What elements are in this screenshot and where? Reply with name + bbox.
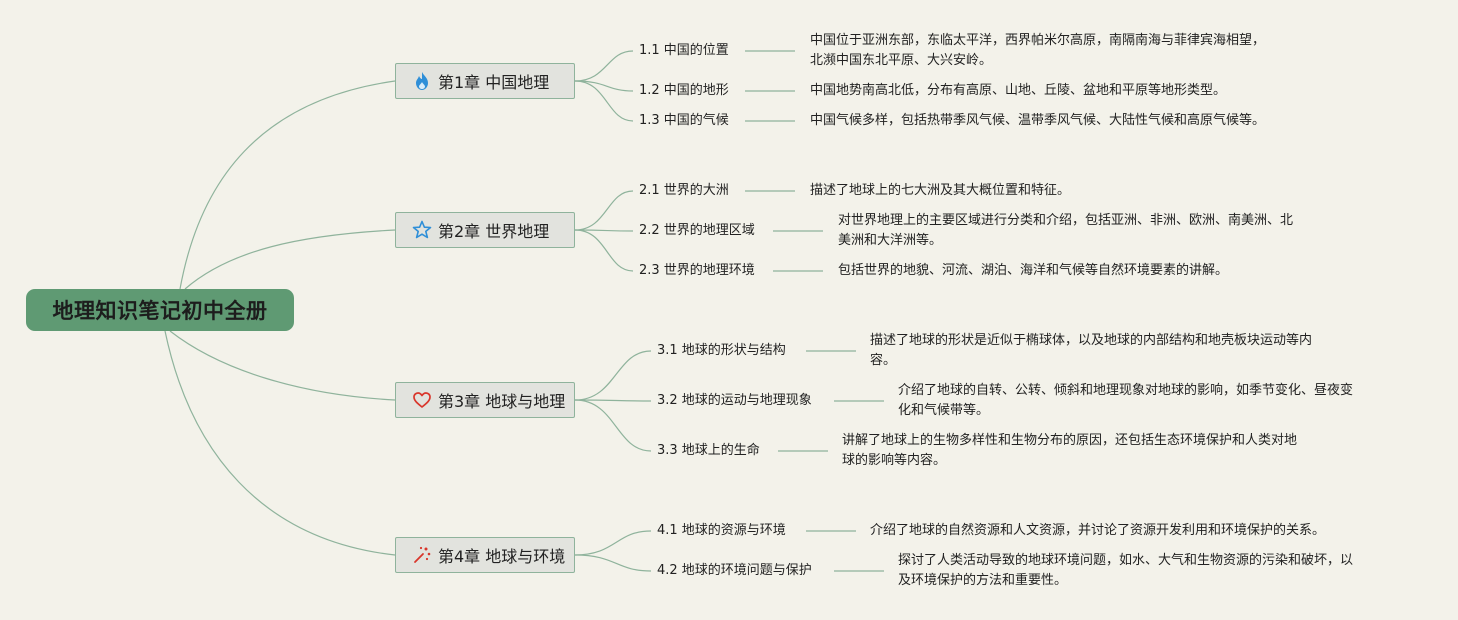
description-line: 球的影响等内容。: [842, 453, 947, 468]
description-line: 中国地势南高北低，分布有高原、山地、丘陵、盆地和平原等地形类型。: [810, 83, 1227, 98]
chapter-topic-2[interactable]: 第2章 世界地理: [395, 212, 575, 248]
section-topic[interactable]: 2.3 世界的地理环境: [639, 263, 755, 278]
section-topic[interactable]: 3.2 地球的运动与地理现象: [657, 393, 812, 408]
section-description[interactable]: 讲解了地球上的生物多样性和生物分布的原因，还包括生态环境保护和人类对地球的影响等…: [842, 431, 1297, 471]
root-topic[interactable]: 地理知识笔记初中全册: [26, 289, 294, 331]
chapter-label: 第3章 地球与地理: [438, 392, 566, 411]
root-connector-4: [164, 330, 396, 556]
description-line: 包括世界的地貌、河流、湖泊、海洋和气候等自然环境要素的讲解。: [838, 263, 1229, 278]
chapter-label: 第4章 地球与环境: [438, 547, 566, 566]
description-line: 描述了地球上的七大洲及其大概位置和特征。: [810, 183, 1071, 198]
section-topic[interactable]: 3.3 地球上的生命: [657, 443, 760, 458]
description-line: 介绍了地球的自转、公转、倾斜和地理现象对地球的影响，如季节变化、昼夜变: [898, 383, 1354, 398]
section-topic[interactable]: 3.1 地球的形状与结构: [657, 343, 786, 358]
flame-icon: [412, 71, 432, 91]
section-description[interactable]: 描述了地球上的七大洲及其大概位置和特征。: [810, 181, 1070, 201]
section-description[interactable]: 中国位于亚洲东部，东临太平洋，西界帕米尔高原，南隔南海与菲律宾海相望， 北濒中国东…: [810, 31, 1265, 71]
description-line: 探讨了人类活动导致的地球环境问题，如水、大气和生物资源的污染和破坏，以: [898, 553, 1354, 568]
branch-connector-2-1: [574, 190, 634, 231]
root-connector-1: [179, 80, 396, 290]
sparkle-icon: [412, 545, 432, 565]
branch-connector-3-1: [574, 350, 652, 401]
section-topic[interactable]: 4.1 地球的资源与环境: [657, 523, 786, 538]
chapter-topic-4[interactable]: 第4章 地球与环境: [395, 537, 575, 573]
section-topic[interactable]: 1.2 中国的地形: [639, 83, 729, 98]
branch-connector-1-2: [574, 80, 634, 92]
section-topic[interactable]: 4.2 地球的环境问题与保护: [657, 563, 812, 578]
chapter-topic-1[interactable]: 第1章 中国地理: [395, 63, 575, 99]
description-line: 及环境保护的方法和重要性。: [898, 573, 1068, 588]
branch-connector-3-2: [574, 399, 652, 402]
section-description[interactable]: 探讨了人类活动导致的地球环境问题，如水、大气和生物资源的污染和破坏，以及环境保护…: [898, 551, 1353, 591]
branch-connector-3-3: [574, 399, 652, 452]
description-line: 讲解了地球上的生物多样性和生物分布的原因，还包括生态环境保护和人类对地: [842, 433, 1298, 448]
description-line: 中国气候多样，包括热带季风气候、温带季风气候、大陆性气候和高原气候等。: [810, 113, 1266, 128]
description-line: 北濒中国东北平原、大兴安岭。: [810, 53, 993, 68]
root-title: 地理知识笔记初中全册: [52, 299, 268, 323]
section-description[interactable]: 对世界地理上的主要区域进行分类和介绍，包括亚洲、非洲、欧洲、南美洲、北美洲和大洋…: [838, 211, 1293, 251]
branch-connector-1-3: [574, 80, 634, 122]
section-topic[interactable]: 1.3 中国的气候: [639, 113, 729, 128]
root-connector-2: [184, 229, 396, 290]
branch-connector-4-1: [574, 530, 652, 556]
chapter-label: 第1章 中国地理: [438, 73, 550, 92]
heart-icon: [412, 390, 432, 410]
chapter-label: 第2章 世界地理: [438, 222, 550, 241]
description-line: 对世界地理上的主要区域进行分类和介绍，包括亚洲、非洲、欧洲、南美洲、北: [838, 213, 1294, 228]
branch-connector-2-3: [574, 229, 634, 272]
section-description[interactable]: 介绍了地球的自然资源和人文资源，并讨论了资源开发利用和环境保护的关系。: [870, 521, 1325, 541]
branch-connector-2-2: [574, 229, 634, 232]
branch-connector-4-2: [574, 554, 652, 572]
section-description[interactable]: 包括世界的地貌、河流、湖泊、海洋和气候等自然环境要素的讲解。: [838, 261, 1228, 281]
section-topic[interactable]: 2.1 世界的大洲: [639, 183, 729, 198]
description-line: 化和气候带等。: [898, 403, 990, 418]
description-line: 美洲和大洋洲等。: [838, 233, 943, 248]
section-description[interactable]: 中国气候多样，包括热带季风气候、温带季风气候、大陆性气候和高原气候等。: [810, 111, 1265, 131]
branch-connector-1-1: [574, 50, 634, 82]
section-topic[interactable]: 1.1 中国的位置: [639, 43, 729, 58]
section-description[interactable]: 描述了地球的形状是近似于椭球体，以及地球的内部结构和地壳板块运动等内容。: [870, 331, 1312, 371]
description-line: 介绍了地球的自然资源和人文资源，并讨论了资源开发利用和环境保护的关系。: [870, 523, 1326, 538]
description-line: 描述了地球的形状是近似于椭球体，以及地球的内部结构和地壳板块运动等内: [870, 333, 1313, 348]
description-line: 中国位于亚洲东部，东临太平洋，西界帕米尔高原，南隔南海与菲律宾海相望，: [810, 33, 1266, 48]
section-topic[interactable]: 2.2 世界的地理区域: [639, 223, 755, 238]
star-icon: [412, 220, 432, 240]
description-line: 容。: [870, 353, 897, 368]
section-description[interactable]: 中国地势南高北低，分布有高原、山地、丘陵、盆地和平原等地形类型。: [810, 81, 1226, 101]
chapter-topic-3[interactable]: 第3章 地球与地理: [395, 382, 575, 418]
section-description[interactable]: 介绍了地球的自转、公转、倾斜和地理现象对地球的影响，如季节变化、昼夜变化和气候带…: [898, 381, 1353, 421]
root-connector-3: [169, 330, 396, 401]
